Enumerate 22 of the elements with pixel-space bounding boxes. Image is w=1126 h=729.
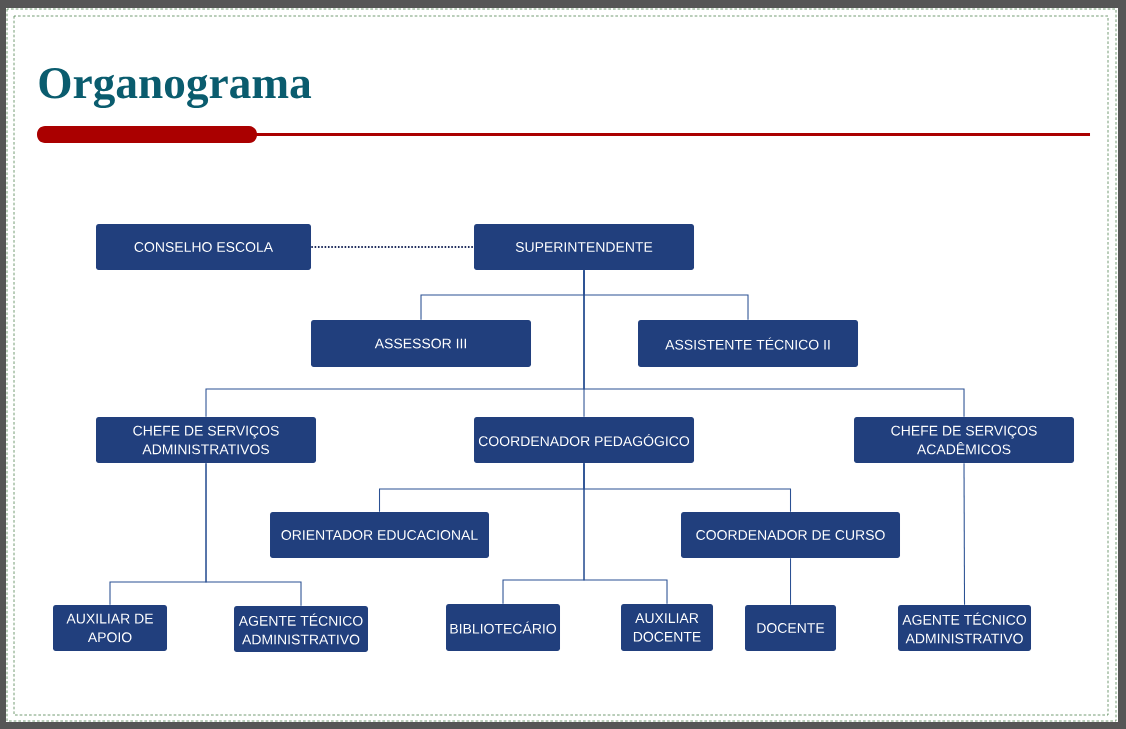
connector-line [583, 462, 668, 605]
position-box: AGENTE TÉCNICO ADMINISTRATIVO [898, 605, 1031, 651]
position-box: ORIENTADOR EDUCACIONAL [270, 512, 489, 558]
position-box: ASSISTENTE TÉCNICO II [638, 320, 858, 367]
connector-line [311, 245, 474, 249]
title: Organograma [39, 68, 312, 108]
position-box: DOCENTE [745, 605, 836, 651]
connector-line [205, 462, 302, 607]
connector-line [789, 557, 792, 606]
position-box: AGENTE TÉCNICO ADMINISTRATIVO [234, 606, 368, 652]
position-box: CHEFE DE SERVIÇOS ADMINISTRATIVOS [96, 417, 316, 463]
position-box: ASSESSOR III [311, 320, 531, 367]
position-box: AUXILIAR DE APOIO [53, 605, 167, 651]
position-box: CONSELHO ESCOLA [96, 224, 311, 270]
connector-line [963, 462, 966, 606]
position-box: SUPERINTENDENTE [474, 224, 694, 270]
connector-line [583, 269, 965, 418]
position-box: CHEFE DE SERVIÇOS ACADÊMICOS [854, 417, 1074, 463]
position-box: BIBLIOTECÁRIO [446, 604, 560, 651]
position-box: COORDENADOR PEDAGÓGICO [474, 417, 694, 463]
position-box: COORDENADOR DE CURSO [681, 512, 900, 558]
position-box: AUXILIAR DOCENTE [621, 604, 713, 651]
